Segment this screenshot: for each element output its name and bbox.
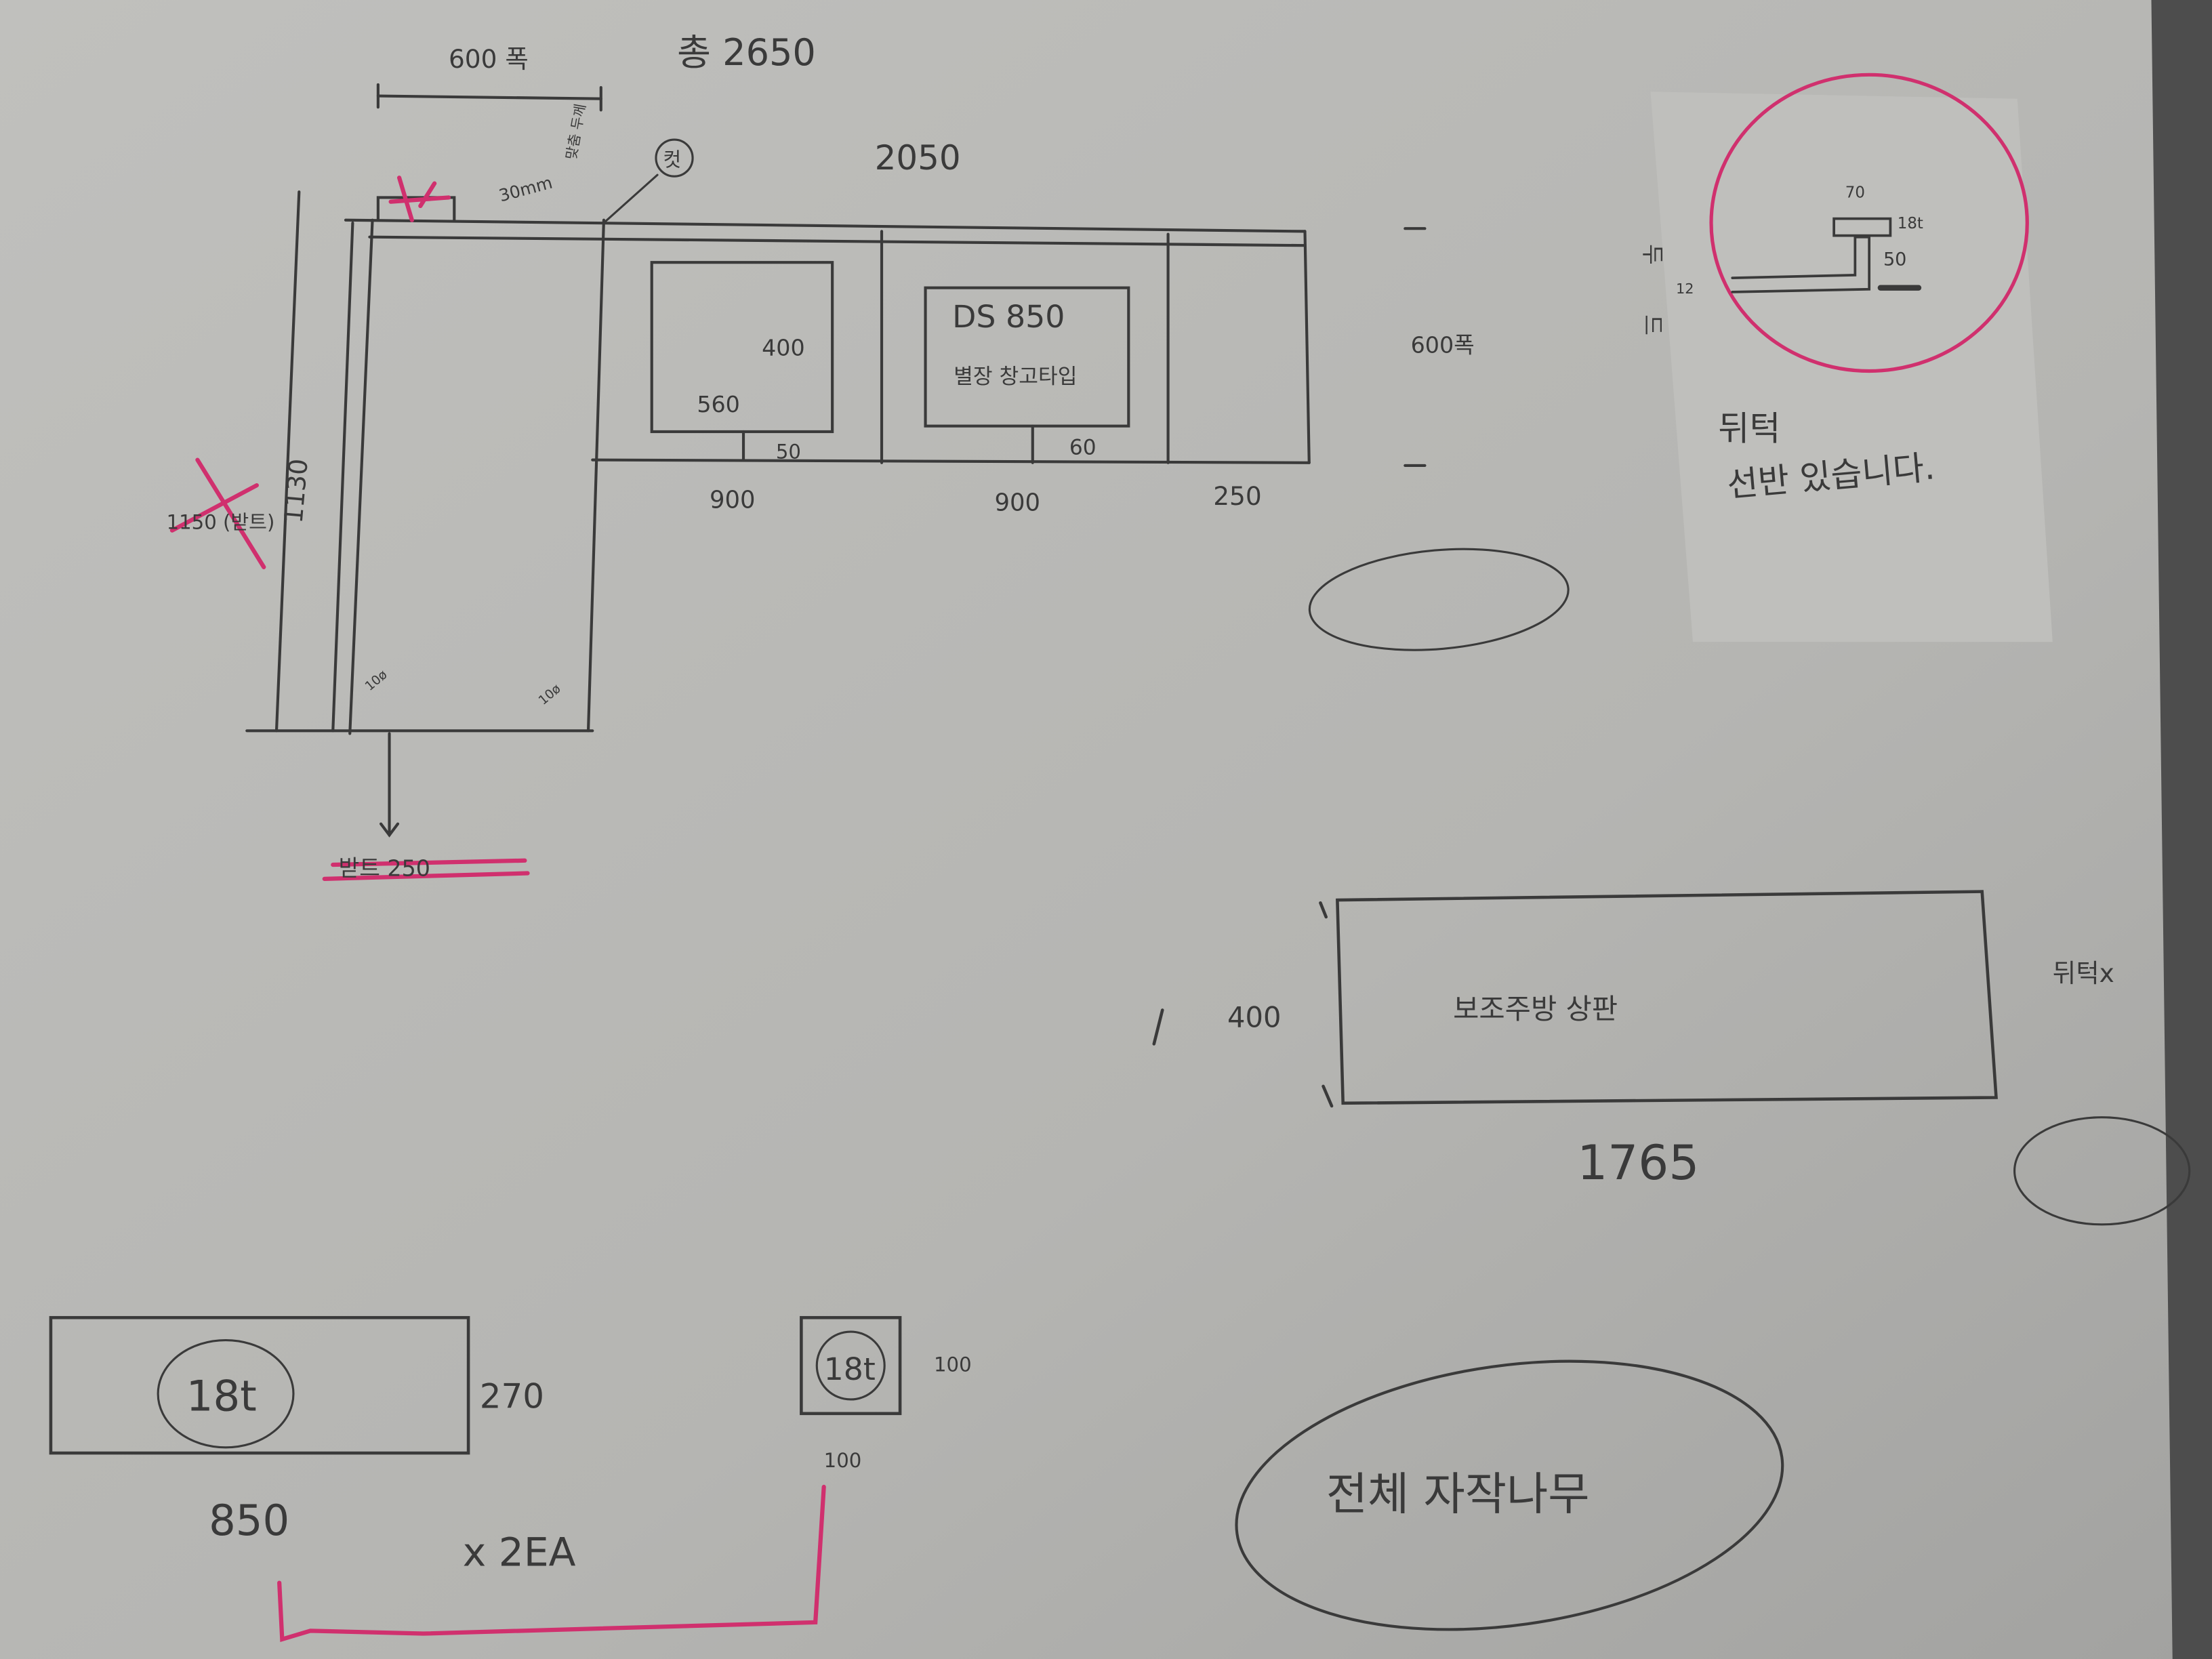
total-label: 총 2650 bbox=[677, 31, 816, 74]
upper-length: 2050 bbox=[875, 138, 961, 178]
block-width: 100 bbox=[824, 1449, 862, 1472]
aux-countertop-label: 보조주방 상판 bbox=[1453, 992, 1618, 1025]
quantity-label: x 2EA bbox=[463, 1530, 576, 1576]
block-thickness: 18t bbox=[824, 1351, 876, 1387]
pink-correction-marks bbox=[169, 176, 530, 881]
pink-bracket bbox=[277, 1484, 826, 1642]
detail-sheet bbox=[1650, 91, 2053, 642]
box1-gap: 50 bbox=[776, 441, 801, 464]
panel-thickness: 18t bbox=[186, 1372, 257, 1421]
aux-back-note: 뒤턱x bbox=[2053, 958, 2114, 988]
detail-thickness: 18t bbox=[1898, 215, 1923, 232]
width-2: 900 bbox=[995, 489, 1041, 517]
aux-countertop-outline bbox=[1152, 890, 1998, 1108]
scribble-oval-2 bbox=[2013, 1116, 2191, 1226]
detail-circle bbox=[1709, 73, 2029, 373]
aux-height: 400 bbox=[1227, 1000, 1281, 1033]
width-label: 600 폭 bbox=[449, 44, 529, 74]
crossed-height: 1150 (받트) bbox=[167, 511, 275, 534]
depth-label: 600폭 bbox=[1411, 331, 1475, 358]
width-1: 900 bbox=[710, 486, 756, 514]
box1-width: 560 bbox=[697, 391, 740, 417]
detail-vertical-2: 드 bbox=[1639, 314, 1666, 335]
material-note-circle bbox=[1235, 1359, 1784, 1631]
scribble-oval bbox=[1308, 548, 1570, 651]
aux-width: 1765 bbox=[1577, 1134, 1699, 1191]
material-note: 전체 자작나무 bbox=[1326, 1467, 1590, 1520]
width-dimension-line bbox=[376, 83, 602, 112]
panel-width: 850 bbox=[209, 1496, 289, 1545]
detail-height: 50 bbox=[1883, 249, 1906, 270]
cut-circle bbox=[655, 138, 694, 178]
cut-leader bbox=[602, 173, 659, 224]
panel-thickness-circle bbox=[157, 1338, 295, 1449]
box2-gap: 60 bbox=[1069, 435, 1097, 459]
paper-edge-shadow bbox=[2151, 0, 2212, 1659]
shelf-detail-profile bbox=[1731, 217, 1922, 293]
detail-top-width: 70 bbox=[1845, 184, 1865, 201]
panel-height: 270 bbox=[480, 1376, 544, 1416]
box1-height: 400 bbox=[762, 335, 805, 361]
block-height: 100 bbox=[934, 1353, 972, 1376]
box2-note: 별장 창고타입 bbox=[954, 365, 1077, 389]
main-unit-outline bbox=[245, 190, 1427, 838]
cut-label: 컷 bbox=[663, 148, 681, 171]
crossed-bottom: 받트 250 bbox=[339, 855, 430, 882]
block-outline bbox=[800, 1315, 902, 1416]
detail-vertical-1: 두 bbox=[1639, 244, 1666, 265]
panel-outline bbox=[49, 1315, 470, 1455]
detail-note-1: 뒤턱 bbox=[1718, 409, 1780, 448]
width-3: 250 bbox=[1213, 481, 1262, 511]
height-1130: 1130 bbox=[279, 457, 314, 525]
detail-side-label: 12 bbox=[1676, 281, 1694, 297]
box2-model: DS 850 bbox=[952, 298, 1065, 335]
block-thickness-circle bbox=[815, 1330, 886, 1401]
